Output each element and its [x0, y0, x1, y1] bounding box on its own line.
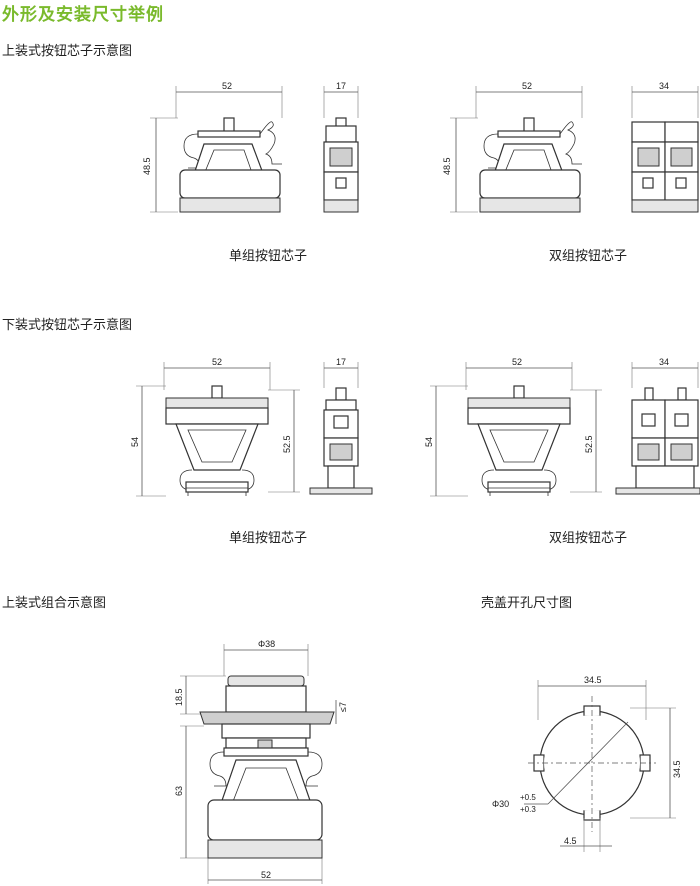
- dim-top-double-side: 34: [659, 81, 669, 91]
- caption-top-single: 单组按钮芯子: [229, 248, 308, 263]
- bottom-double-side-view: 34: [615, 357, 700, 495]
- dim-top-double-height: 48.5: [442, 157, 452, 175]
- dim-top-double-width: 52: [522, 81, 532, 91]
- dim-bottom-single-width: 52: [212, 357, 222, 367]
- dim-cutout-tol-upper: +0.5: [520, 793, 536, 802]
- dim-assembly-panel: ≤7: [338, 702, 348, 712]
- top-double-side-view: 34: [631, 81, 699, 213]
- dim-cutout-height: 34.5: [672, 760, 682, 778]
- dim-assembly-width: 52: [261, 870, 271, 880]
- dim-cutout-diameter: Φ30: [492, 799, 509, 809]
- dim-bottom-double-side: 34: [659, 357, 669, 367]
- dim-assembly-body-height: 63: [174, 786, 184, 796]
- top-double-front-view: 52 48.5: [442, 81, 583, 213]
- dim-top-single-width: 52: [222, 81, 232, 91]
- caption-top-double: 双组按钮芯子: [549, 248, 628, 263]
- section-title-top-mount: 上装式按钮芯子示意图: [2, 43, 133, 58]
- section-title-top-assembly: 上装式组合示意图: [2, 595, 107, 610]
- page-title: 外形及安装尺寸举例: [2, 5, 164, 24]
- dim-bottom-double-width: 52: [512, 357, 522, 367]
- bottom-single-side-view: 17: [309, 357, 373, 495]
- dim-assembly-top-height: 18.5: [174, 688, 184, 706]
- dim-bottom-double-inner-height: 52.5: [584, 435, 594, 453]
- bottom-single-front-view: 52 54 52.5: [130, 357, 300, 497]
- bottom-double-front-view: 52 54 52.5: [424, 357, 602, 497]
- dim-bottom-single-side: 17: [336, 357, 346, 367]
- dim-bottom-single-inner-height: 52.5: [282, 435, 292, 453]
- cutout-view: 34.5 34.5 Φ30 +0.5 +0.3 4.5: [492, 675, 682, 852]
- dim-cutout-tol-lower: +0.3: [520, 805, 536, 814]
- dim-bottom-double-height: 54: [424, 437, 434, 447]
- assembly-view: Φ38 18.5 ≤7 63 52: [174, 639, 348, 884]
- section-title-panel-cutout: 壳盖开孔尺寸图: [481, 595, 573, 610]
- dim-top-single-height: 48.5: [142, 157, 152, 175]
- dim-bottom-single-height: 54: [130, 437, 140, 447]
- dim-cutout-width: 34.5: [584, 675, 602, 685]
- top-single-side-view: 17: [323, 81, 359, 213]
- top-single-front-view: 52 48.5: [142, 81, 283, 213]
- dim-top-single-side: 17: [336, 81, 346, 91]
- dim-assembly-diameter: Φ38: [258, 639, 275, 649]
- caption-bottom-single: 单组按钮芯子: [229, 530, 308, 545]
- dim-cutout-key-width: 4.5: [564, 836, 577, 846]
- caption-bottom-double: 双组按钮芯子: [549, 530, 628, 545]
- section-title-bottom-mount: 下装式按钮芯子示意图: [2, 317, 133, 332]
